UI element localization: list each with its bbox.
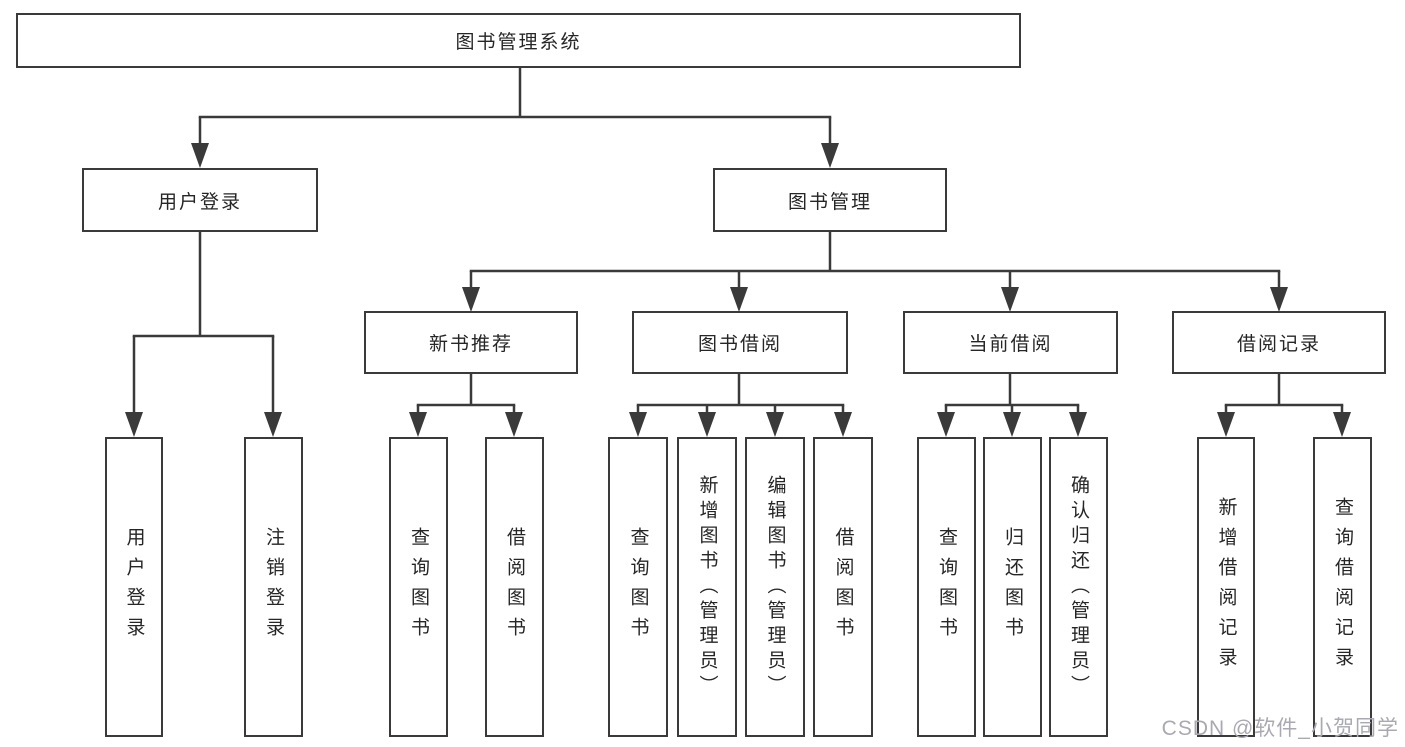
node-label: 新增借阅记录 [1215, 497, 1237, 677]
node-label: 借阅图书 [504, 527, 525, 647]
node-leaf-confirm-return-admin: 确认归还（管理员） [1049, 437, 1108, 737]
node-label: 注销登录 [263, 527, 284, 647]
node-label: 归还图书 [1002, 527, 1023, 647]
node-book-management: 图书管理 [713, 168, 947, 232]
node-label: 查询借阅记录 [1332, 497, 1353, 677]
node-label: 查询图书 [408, 527, 429, 647]
node-current-borrowing: 当前借阅 [903, 311, 1118, 374]
node-label: 借阅图书 [832, 527, 854, 647]
node-label: 查询图书 [936, 527, 957, 647]
node-leaf-query-books-1: 查询图书 [389, 437, 448, 737]
node-leaf-add-borrow-record: 新增借阅记录 [1197, 437, 1255, 737]
node-leaf-borrow-books-1: 借阅图书 [485, 437, 544, 737]
node-new-book-recommendation: 新书推荐 [364, 311, 578, 374]
node-leaf-borrow-books-2: 借阅图书 [813, 437, 873, 737]
node-borrowing-records: 借阅记录 [1172, 311, 1386, 374]
node-leaf-logout: 注销登录 [244, 437, 303, 737]
node-book-borrowing: 图书借阅 [632, 311, 848, 374]
node-label: 用户登录 [123, 527, 145, 647]
node-leaf-query-borrow-record: 查询借阅记录 [1313, 437, 1372, 737]
node-label: 编辑图书（管理员） [764, 474, 786, 700]
node-root: 图书管理系统 [16, 13, 1021, 68]
node-leaf-add-books-admin: 新增图书（管理员） [677, 437, 737, 737]
node-leaf-edit-books-admin: 编辑图书（管理员） [745, 437, 805, 737]
node-label: 新增图书（管理员） [696, 474, 718, 700]
node-user-login: 用户登录 [82, 168, 318, 232]
node-leaf-return-books: 归还图书 [983, 437, 1042, 737]
node-leaf-query-books-3: 查询图书 [917, 437, 976, 737]
csdn-watermark: CSDN @软件_小贺同学 [1161, 717, 1399, 740]
node-label: 确认归还（管理员） [1068, 474, 1089, 700]
node-leaf-user-login: 用户登录 [105, 437, 163, 737]
node-leaf-query-books-2: 查询图书 [608, 437, 668, 737]
node-label: 查询图书 [627, 527, 649, 647]
